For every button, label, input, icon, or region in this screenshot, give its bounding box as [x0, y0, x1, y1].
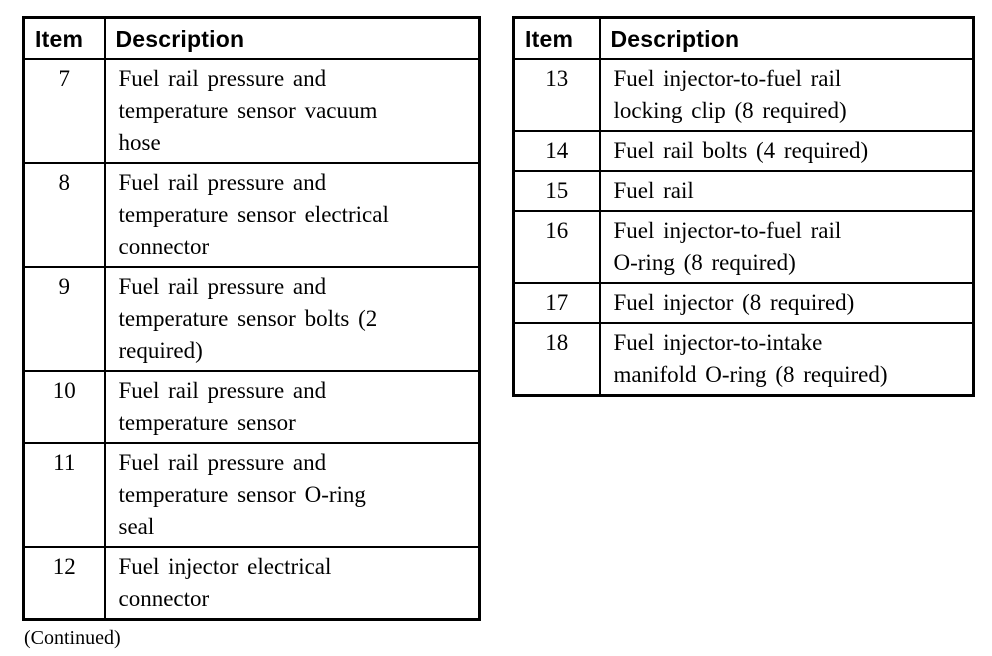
item-number: 9 — [22, 266, 106, 372]
item-description: Fuel injector electrical connector — [103, 546, 481, 621]
item-description: Fuel injector-to-intake manifold O-ring … — [598, 322, 975, 397]
column-header-description: Description — [598, 16, 975, 60]
column-header-description: Description — [103, 16, 481, 60]
item-number: 18 — [512, 322, 601, 397]
item-description: Fuel rail pressure and temperature senso… — [103, 370, 481, 444]
item-description: Fuel rail — [598, 170, 975, 212]
item-description: Fuel rail pressure and temperature senso… — [103, 58, 481, 164]
column-header-item: Item — [512, 16, 601, 60]
item-number: 8 — [22, 162, 106, 268]
item-description: Fuel rail pressure and temperature senso… — [103, 266, 481, 372]
item-number: 12 — [22, 546, 106, 621]
item-number: 16 — [512, 210, 601, 284]
item-description: Fuel injector-to-fuel rail locking clip … — [598, 58, 975, 132]
column-header-item: Item — [22, 16, 106, 60]
item-number: 13 — [512, 58, 601, 132]
item-number: 7 — [22, 58, 106, 164]
item-description: Fuel injector-to-fuel rail O-ring (8 req… — [598, 210, 975, 284]
item-description: Fuel rail bolts (4 required) — [598, 130, 975, 172]
item-description: Fuel rail pressure and temperature senso… — [103, 442, 481, 548]
continued-note: (Continued) — [24, 627, 121, 649]
item-number: 15 — [512, 170, 601, 212]
item-number: 14 — [512, 130, 601, 172]
item-number: 11 — [22, 442, 106, 548]
item-description: Fuel rail pressure and temperature senso… — [103, 162, 481, 268]
item-description: Fuel injector (8 required) — [598, 282, 975, 324]
item-number: 10 — [22, 370, 106, 444]
item-number: 17 — [512, 282, 601, 324]
